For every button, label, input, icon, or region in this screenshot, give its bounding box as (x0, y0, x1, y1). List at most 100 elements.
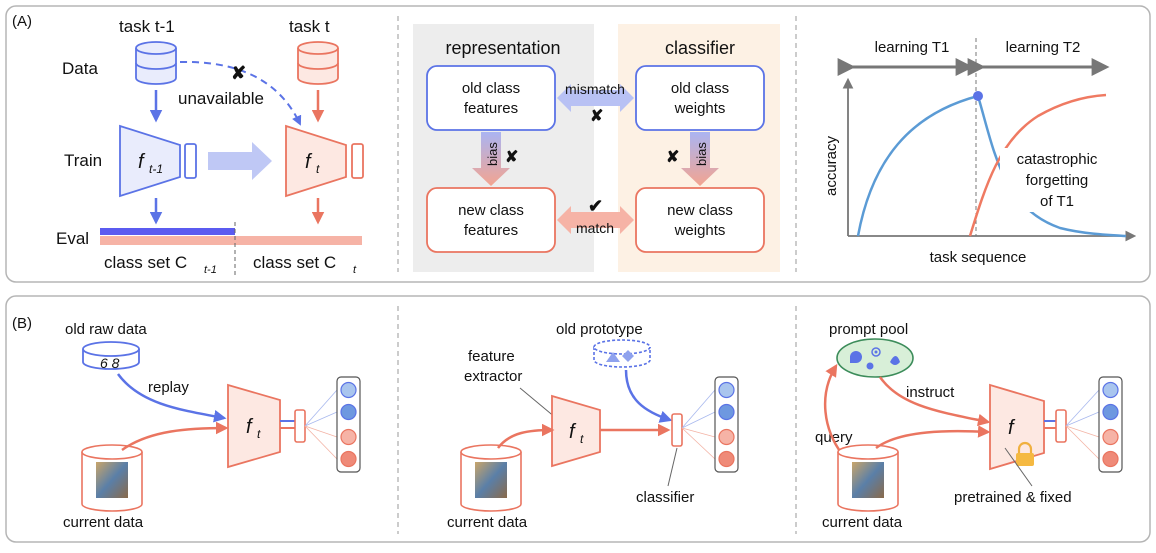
current-data-label-1: current data (63, 514, 144, 531)
prompt-pool-icon (836, 338, 914, 378)
image-stack-icon (852, 462, 884, 498)
match-arrow (557, 206, 634, 234)
model-replay: f t (227, 383, 281, 469)
database-icon-prev (135, 41, 177, 85)
new-class-weights-box: new class weights (635, 187, 765, 253)
pretrained-label: pretrained & fixed (954, 489, 1072, 506)
accuracy-curve-t1 (856, 94, 1127, 238)
svg-text:weights: weights (674, 222, 726, 239)
query-arrow (823, 363, 844, 455)
eval-bar-prev (100, 228, 235, 235)
model-prev: f t-1 (119, 124, 197, 198)
representation-title: representation (445, 38, 560, 58)
svg-text:t: t (580, 432, 584, 446)
annotation-line-3: of T1 (1040, 193, 1074, 210)
svg-text:f: f (246, 416, 254, 438)
prompt-pool-label: prompt pool (829, 321, 908, 338)
learning-t1-label: learning T1 (875, 39, 950, 56)
classifier-label: classifier (636, 489, 694, 506)
row-data-label: Data (62, 59, 98, 78)
current-data-label-3: current data (822, 514, 903, 531)
unavailable-arrow (179, 60, 302, 126)
svg-text:f: f (569, 421, 577, 443)
current-data-label-2: current data (447, 514, 528, 531)
row-train-label: Train (64, 151, 102, 170)
feature-extractor-label-2: extractor (464, 368, 522, 385)
lock-icon (1016, 441, 1034, 466)
image-stack-icon (475, 462, 507, 498)
mismatch-arrow (557, 84, 634, 112)
fan-lines-3 (1065, 389, 1100, 460)
svg-text:weights: weights (674, 100, 726, 117)
database-icon-cur (297, 41, 339, 85)
old-class-features-box: old class features (426, 65, 556, 131)
pretrained-pointer (1004, 447, 1033, 487)
bias-label-right: bias (694, 142, 709, 166)
bias-cross-left-icon: ✘ (505, 149, 518, 166)
annotation-bg (1000, 148, 1112, 212)
instruct-label: instruct (906, 384, 955, 401)
new-class-features-box: new class features (426, 187, 556, 253)
svg-text:t-1: t-1 (149, 162, 163, 176)
replay-arrow (116, 373, 227, 423)
svg-text:f: f (138, 151, 146, 173)
accuracy-curve-t2 (968, 93, 1107, 237)
match-check-icon: ✔ (588, 196, 603, 216)
mismatch-label: mismatch (565, 81, 625, 97)
svg-text:class set C: class set C (253, 253, 336, 272)
replay-label: replay (148, 379, 189, 396)
svg-text:old class: old class (462, 80, 520, 97)
annotation-line-1: catastrophic (1017, 151, 1098, 168)
match-label: match (576, 220, 614, 236)
svg-text:t: t (316, 162, 320, 176)
prototype-arrow (624, 369, 673, 423)
svg-text:old class: old class (671, 80, 729, 97)
model-cur: f t (285, 124, 364, 198)
svg-text:t-1: t-1 (204, 264, 217, 276)
bias-cross-right-icon: ✘ (666, 149, 679, 166)
panel-b-label: (B) (12, 315, 32, 332)
panel-a-label: (A) (12, 13, 32, 30)
svg-text:6 8: 6 8 (100, 355, 120, 371)
output-logits-3 (1098, 376, 1123, 473)
svg-text:new class: new class (458, 202, 524, 219)
unavailable-cross-icon: ✘ (231, 63, 246, 83)
eval-bar-all (100, 236, 362, 245)
bias-arrow-left (472, 132, 510, 186)
model-transfer-arrow (208, 142, 272, 180)
svg-text:features: features (464, 100, 518, 117)
svg-text:t: t (353, 264, 357, 276)
svg-text:features: features (464, 222, 518, 239)
feature-vector-2 (671, 413, 683, 447)
annotation-line-2: forgetting (1026, 172, 1089, 189)
current-data-arrow-1 (121, 421, 229, 452)
feature-extractor-pointer (519, 387, 557, 419)
current-data-database-3 (837, 444, 899, 512)
current-data-arrow-2 (497, 423, 555, 449)
row-eval-label: Eval (56, 229, 89, 248)
learning-t2-label: learning T2 (1006, 39, 1081, 56)
bias-arrow-right (681, 132, 719, 186)
task-prev-label: task t-1 (119, 17, 175, 36)
current-data-database-1 (81, 444, 143, 512)
old-raw-data-database-icon: 6 8 (82, 341, 140, 371)
output-logits-2 (714, 376, 739, 473)
feature-extractor-label-1: feature (468, 348, 515, 365)
output-logits-1 (336, 376, 361, 473)
class-set-prev-label: class set C t-1 (104, 253, 217, 276)
feature-vector-1 (294, 409, 306, 443)
classifier-title: classifier (665, 38, 735, 58)
old-prototype-label: old prototype (556, 321, 643, 338)
class-set-cur-label: class set C t (253, 253, 357, 276)
feature-vector-3 (1055, 409, 1067, 443)
peak-marker (973, 91, 983, 101)
svg-text:f: f (1008, 417, 1016, 439)
y-axis-label: accuracy (823, 135, 840, 196)
current-data-database-2 (460, 444, 522, 512)
bias-label-left: bias (485, 142, 500, 166)
fan-lines-2 (681, 389, 716, 460)
old-raw-data-label: old raw data (65, 321, 147, 338)
unavailable-label: unavailable (178, 89, 264, 108)
instruct-arrow (878, 376, 991, 427)
old-class-weights-box: old class weights (635, 65, 765, 131)
